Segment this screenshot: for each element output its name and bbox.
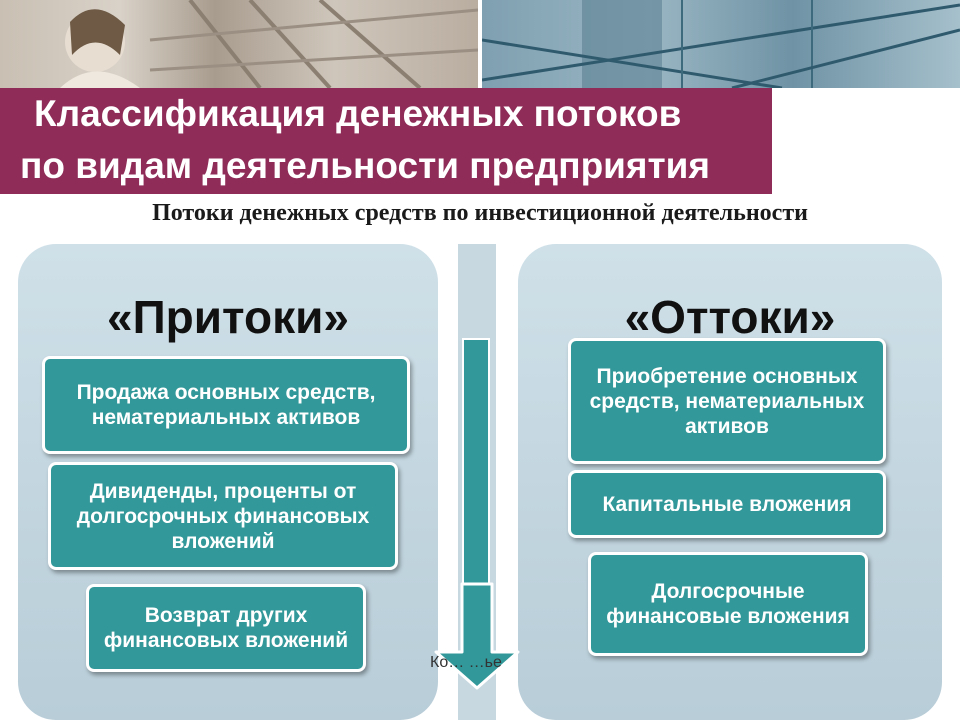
- banner-divider: [478, 0, 482, 88]
- footer-text-fragment: Ко… …ье: [430, 654, 502, 671]
- section-subtitle: Потоки денежных средств по инвестиционно…: [152, 200, 808, 226]
- banner-photo-left: [0, 0, 478, 88]
- header-banner: [0, 0, 960, 88]
- inflow-item-dividends: Дивиденды, проценты от долгосрочных фина…: [48, 462, 398, 570]
- down-arrow-icon: [434, 582, 520, 690]
- arrow-shaft: [462, 338, 490, 586]
- banner-photo-right: [482, 0, 960, 88]
- outflows-heading: «Оттоки»: [624, 291, 836, 343]
- page-title-line-1: Классификация денежных потоков: [34, 93, 682, 134]
- page-title-line-2: по видам деятельности предприятия: [20, 145, 710, 186]
- outflow-item-capital-investments: Капитальные вложения: [568, 470, 886, 538]
- outflow-item-longterm-investments: Долгосрочные финансовые вложения: [588, 552, 868, 656]
- inflow-item-return-investments: Возврат других финансовых вложений: [86, 584, 366, 672]
- banner-graphic-left: [60, 0, 478, 88]
- inflows-heading: «Притоки»: [107, 291, 349, 343]
- title-box: Классификация денежных потоков по видам …: [0, 88, 772, 194]
- inflow-item-sale-of-assets: Продажа основных средств, нематериальных…: [42, 356, 410, 454]
- outflow-item-acquisition: Приобретение основных средств, нематериа…: [568, 338, 886, 464]
- banner-graphic-right: [482, 0, 960, 88]
